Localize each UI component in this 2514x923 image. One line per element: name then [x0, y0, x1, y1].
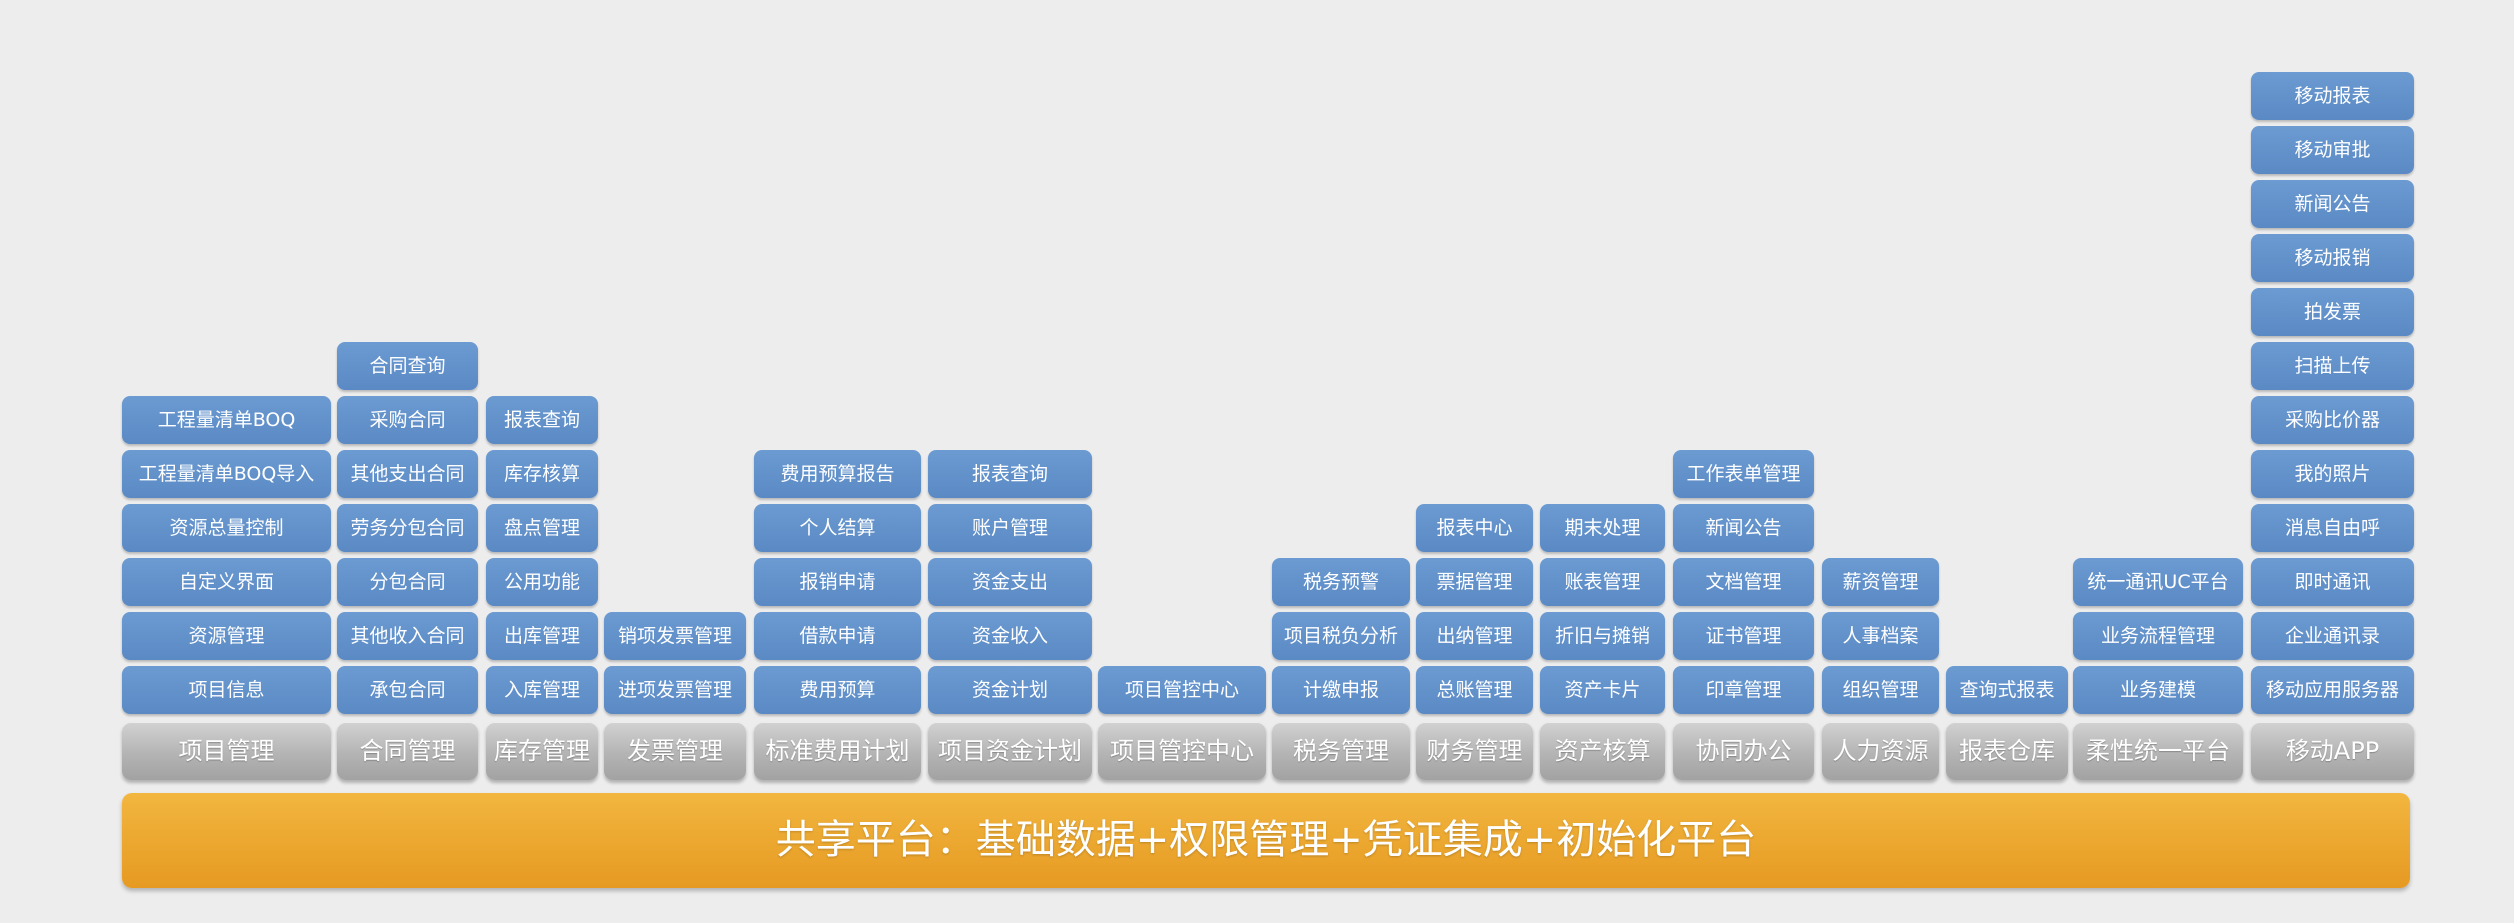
module-item: 期末处理	[1540, 504, 1665, 552]
module-item: 证书管理	[1673, 612, 1814, 660]
module-item: 业务流程管理	[2073, 612, 2243, 660]
module-column: 税务管理 计缴申报 项目税负分析税务预警	[1272, 552, 1410, 780]
module-item: 盘点管理	[486, 504, 598, 552]
module-header: 标准费用计划	[754, 722, 921, 780]
module-column: 人力资源 组织管理 人事档案 薪资管理	[1822, 552, 1939, 780]
module-header: 项目管控中心	[1098, 722, 1266, 780]
module-header: 财务管理	[1416, 722, 1533, 780]
module-item: 资金支出	[928, 558, 1092, 606]
module-item: 资金计划	[928, 666, 1092, 714]
module-item: 资源总量控制	[122, 504, 331, 552]
module-item: 出纳管理	[1416, 612, 1533, 660]
module-item: 扫描上传	[2251, 342, 2414, 390]
module-item: 移动审批	[2251, 126, 2414, 174]
module-item: 计缴申报	[1272, 666, 1410, 714]
module-item: 新闻公告	[2251, 180, 2414, 228]
module-item: 文档管理	[1673, 558, 1814, 606]
module-item: 项目信息	[122, 666, 331, 714]
module-item: 采购比价器	[2251, 396, 2414, 444]
module-item: 公用功能	[486, 558, 598, 606]
module-item: 劳务分包合同	[337, 504, 478, 552]
module-item: 项目管控中心	[1098, 666, 1266, 714]
module-column: 柔性统一平台 业务建模 业务流程管理统一通讯UC平台	[2073, 552, 2243, 780]
module-item: 账表管理	[1540, 558, 1665, 606]
shared-platform-bar: 共享平台：基础数据+权限管理+凭证集成+初始化平台	[122, 793, 2410, 888]
module-item: 其他收入合同	[337, 612, 478, 660]
module-item: 票据管理	[1416, 558, 1533, 606]
module-item: 借款申请	[754, 612, 921, 660]
module-item: 移动应用服务器	[2251, 666, 2414, 714]
module-item: 组织管理	[1822, 666, 1939, 714]
module-column: 报表仓库查询式报表	[1946, 660, 2068, 780]
module-item: 销项发票管理	[604, 612, 746, 660]
module-header: 发票管理	[604, 722, 746, 780]
module-item: 其他支出合同	[337, 450, 478, 498]
module-item: 资产卡片	[1540, 666, 1665, 714]
module-header: 税务管理	[1272, 722, 1410, 780]
module-column: 项目资金计划 资金计划 资金收入 资金支出 账户管理 报表查询	[928, 444, 1092, 780]
module-item: 统一通讯UC平台	[2073, 558, 2243, 606]
module-column: 发票管理 进项发票管理销项发票管理	[604, 606, 746, 780]
module-column: 库存管理 入库管理 出库管理 公用功能 盘点管理 库存核算 报表查询	[486, 390, 598, 780]
module-item: 费用预算报告	[754, 450, 921, 498]
module-header: 项目资金计划	[928, 722, 1092, 780]
module-item: 进项发票管理	[604, 666, 746, 714]
module-item: 工程量清单BOQ	[122, 396, 331, 444]
module-item: 报表中心	[1416, 504, 1533, 552]
module-header: 报表仓库	[1946, 722, 2068, 780]
module-header: 柔性统一平台	[2073, 722, 2243, 780]
module-item: 项目税负分析	[1272, 612, 1410, 660]
module-item: 入库管理	[486, 666, 598, 714]
module-item: 资源管理	[122, 612, 331, 660]
module-column: 项目管理 项目信息 资源管理 自定义界面 资源总量控制工程量清单BOQ导入工程量清单BO…	[122, 390, 331, 780]
module-item: 企业通讯录	[2251, 612, 2414, 660]
module-item: 移动报表	[2251, 72, 2414, 120]
module-item: 印章管理	[1673, 666, 1814, 714]
module-item: 新闻公告	[1673, 504, 1814, 552]
module-item: 合同查询	[337, 342, 478, 390]
module-column: 协同办公 印章管理 证书管理 文档管理 新闻公告 工作表单管理	[1673, 444, 1814, 780]
module-column: 标准费用计划 费用预算 借款申请 报销申请 个人结算 费用预算报告	[754, 444, 921, 780]
module-column: 财务管理 总账管理 出纳管理 票据管理 报表中心	[1416, 498, 1533, 780]
module-item: 即时通讯	[2251, 558, 2414, 606]
module-item: 费用预算	[754, 666, 921, 714]
module-column: 资产核算 资产卡片 折旧与摊销 账表管理 期末处理	[1540, 498, 1665, 780]
module-item: 承包合同	[337, 666, 478, 714]
module-item: 个人结算	[754, 504, 921, 552]
module-item: 出库管理	[486, 612, 598, 660]
module-header: 项目管理	[122, 722, 331, 780]
module-header: 库存管理	[486, 722, 598, 780]
module-item: 工作表单管理	[1673, 450, 1814, 498]
module-header: 合同管理	[337, 722, 478, 780]
module-item: 查询式报表	[1946, 666, 2068, 714]
module-item: 折旧与摊销	[1540, 612, 1665, 660]
module-item: 移动报销	[2251, 234, 2414, 282]
module-header: 移动APP	[2251, 722, 2414, 780]
module-item: 人事档案	[1822, 612, 1939, 660]
module-column: 合同管理 承包合同 其他收入合同分包合同 劳务分包合同其他支出合同采购合同 合同查询	[337, 336, 478, 780]
module-item: 业务建模	[2073, 666, 2243, 714]
module-header: 人力资源	[1822, 722, 1939, 780]
module-header: 协同办公	[1673, 722, 1814, 780]
module-item: 总账管理	[1416, 666, 1533, 714]
module-item: 我的照片	[2251, 450, 2414, 498]
module-item: 工程量清单BOQ导入	[122, 450, 331, 498]
module-item: 消息自由呼	[2251, 504, 2414, 552]
module-item: 资金收入	[928, 612, 1092, 660]
module-item: 薪资管理	[1822, 558, 1939, 606]
module-item: 报销申请	[754, 558, 921, 606]
module-item: 库存核算	[486, 450, 598, 498]
module-item: 账户管理	[928, 504, 1092, 552]
module-column: 移动APP 移动应用服务器企业通讯录 即时通讯 消息自由呼 我的照片 采购比价器 扫描上传 拍…	[2251, 66, 2414, 780]
module-column: 项目管控中心项目管控中心	[1098, 660, 1266, 780]
module-item: 税务预警	[1272, 558, 1410, 606]
module-header: 资产核算	[1540, 722, 1665, 780]
module-item: 自定义界面	[122, 558, 331, 606]
module-item: 报表查询	[486, 396, 598, 444]
module-item: 分包合同	[337, 558, 478, 606]
module-item: 报表查询	[928, 450, 1092, 498]
module-item: 采购合同	[337, 396, 478, 444]
module-item: 拍发票	[2251, 288, 2414, 336]
